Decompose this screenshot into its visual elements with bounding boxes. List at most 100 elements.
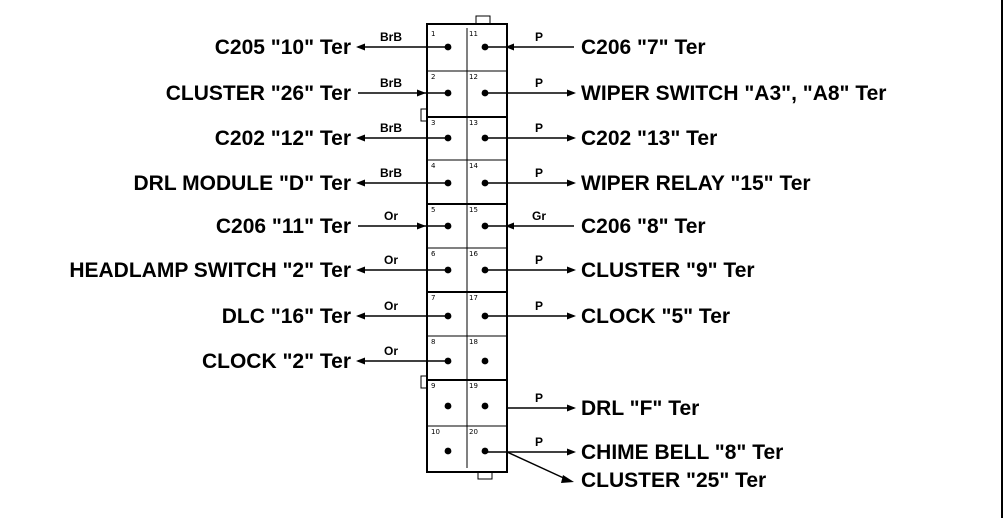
- arrow-head: [417, 222, 426, 230]
- pin-number: 11: [469, 30, 478, 38]
- pin-number: 16: [469, 250, 478, 258]
- arrow-head: [567, 404, 576, 412]
- arrow-head: [567, 89, 576, 97]
- arrow-head: [356, 266, 365, 274]
- pin-dot: [481, 402, 489, 410]
- right-circuit: P CHIME BELL "8" Ter: [485, 435, 783, 464]
- pin-number: 4: [431, 162, 436, 170]
- pin-number: 9: [431, 382, 435, 390]
- arrow-head: [417, 89, 426, 97]
- wire-color-label: Or: [384, 209, 398, 223]
- pin-20: 20: [469, 428, 489, 455]
- pin-number: 5: [431, 206, 435, 214]
- circuit-label: WIPER SWITCH "A3", "A8" Ter: [581, 82, 886, 105]
- wire-color-label: Gr: [532, 209, 546, 223]
- pin-number: 17: [469, 294, 478, 302]
- arrow-head: [567, 179, 576, 187]
- circuit-label: C206 "7" Ter: [581, 36, 706, 59]
- wire-color-label: P: [535, 166, 543, 180]
- arrow-head: [505, 43, 514, 51]
- circuit-label: CHIME BELL "8" Ter: [581, 441, 783, 464]
- left-circuit: Or HEADLAMP SWITCH "2" Ter: [69, 253, 448, 282]
- left-circuit: Or C206 "11" Ter: [216, 209, 448, 238]
- circuit-label: CLOCK "2" Ter: [202, 350, 351, 373]
- left-circuit: Or CLOCK "2" Ter: [202, 344, 448, 373]
- pin-number: 19: [469, 382, 478, 390]
- connector-latch-lower: [420, 375, 428, 389]
- wire-color-label: Or: [384, 344, 398, 358]
- circuit-label: C206 "11" Ter: [216, 215, 351, 238]
- arrow-head: [567, 448, 576, 456]
- circuit-label: C202 "13" Ter: [581, 127, 717, 150]
- connector-latch-upper: [420, 108, 428, 122]
- arrow-head: [567, 134, 576, 142]
- wire-color-label: BrB: [380, 166, 402, 180]
- pin-number: 15: [469, 206, 478, 214]
- circuit-label: C206 "8" Ter: [581, 215, 706, 238]
- pin-number: 2: [431, 73, 435, 81]
- pin-dot: [444, 402, 452, 410]
- circuit-label: CLUSTER "25" Ter: [581, 469, 766, 492]
- arrow-head: [356, 357, 365, 365]
- wire-color-label: P: [535, 253, 543, 267]
- right-circuit: P WIPER SWITCH "A3", "A8" Ter: [485, 76, 886, 105]
- pin-number: 3: [431, 119, 435, 127]
- pin-9: 9: [431, 382, 452, 410]
- arrow-head: [561, 475, 574, 483]
- circuit-label: C205 "10" Ter: [215, 36, 351, 59]
- pin-dot: [481, 447, 489, 455]
- pin-number: 7: [431, 294, 435, 302]
- pin-number: 10: [431, 428, 440, 436]
- wire-line: [506, 451, 569, 481]
- right-circuit: Gr C206 "8" Ter: [485, 209, 706, 238]
- right-circuit: P C206 "7" Ter: [485, 30, 706, 59]
- pin-18: 18: [469, 338, 489, 365]
- right-circuit: P C202 "13" Ter: [485, 121, 717, 150]
- arrow-head: [567, 312, 576, 320]
- right-circuit: P DRL "F" Ter: [507, 391, 699, 420]
- circuit-label: DRL "F" Ter: [581, 397, 699, 420]
- circuit-label: HEADLAMP SWITCH "2" Ter: [69, 259, 351, 282]
- pin-number: 13: [469, 119, 478, 127]
- circuit-label: CLUSTER "9" Ter: [581, 259, 755, 282]
- left-circuit: BrB CLUSTER "26" Ter: [166, 76, 448, 105]
- wire-color-label: P: [535, 435, 543, 449]
- left-circuit: BrB DRL MODULE "D" Ter: [134, 166, 448, 195]
- wire-color-label: BrB: [380, 76, 402, 90]
- wire-color-label: Or: [384, 299, 398, 313]
- pin-dot: [481, 357, 489, 365]
- arrow-head: [356, 134, 365, 142]
- pin-dot: [444, 447, 452, 455]
- right-circuit: CLUSTER "25" Ter: [506, 451, 766, 492]
- wire-color-label: P: [535, 299, 543, 313]
- circuit-label: CLUSTER "26" Ter: [166, 82, 351, 105]
- wire-color-label: P: [535, 391, 543, 405]
- pin-number: 12: [469, 73, 478, 81]
- wire-color-label: BrB: [380, 121, 402, 135]
- connector-body: [420, 15, 508, 480]
- circuit-label: DLC "16" Ter: [222, 305, 351, 328]
- arrow-head: [356, 179, 365, 187]
- pin-number: 18: [469, 338, 478, 346]
- pin-number: 8: [431, 338, 435, 346]
- connector-bottom-tab: [477, 471, 493, 480]
- left-circuit: BrB C202 "12" Ter: [215, 121, 448, 150]
- wire-color-label: P: [535, 121, 543, 135]
- arrow-head: [567, 266, 576, 274]
- wire-color-label: P: [535, 30, 543, 44]
- left-circuit: Or DLC "16" Ter: [222, 299, 448, 328]
- arrow-head: [356, 43, 365, 51]
- wire-color-label: Or: [384, 253, 398, 267]
- pin-number: 6: [431, 250, 436, 258]
- circuit-label: DRL MODULE "D" Ter: [134, 172, 351, 195]
- circuit-label: C202 "12" Ter: [215, 127, 351, 150]
- pin-10: 10: [431, 428, 452, 455]
- wire-color-label: P: [535, 76, 543, 90]
- arrow-head: [505, 222, 514, 230]
